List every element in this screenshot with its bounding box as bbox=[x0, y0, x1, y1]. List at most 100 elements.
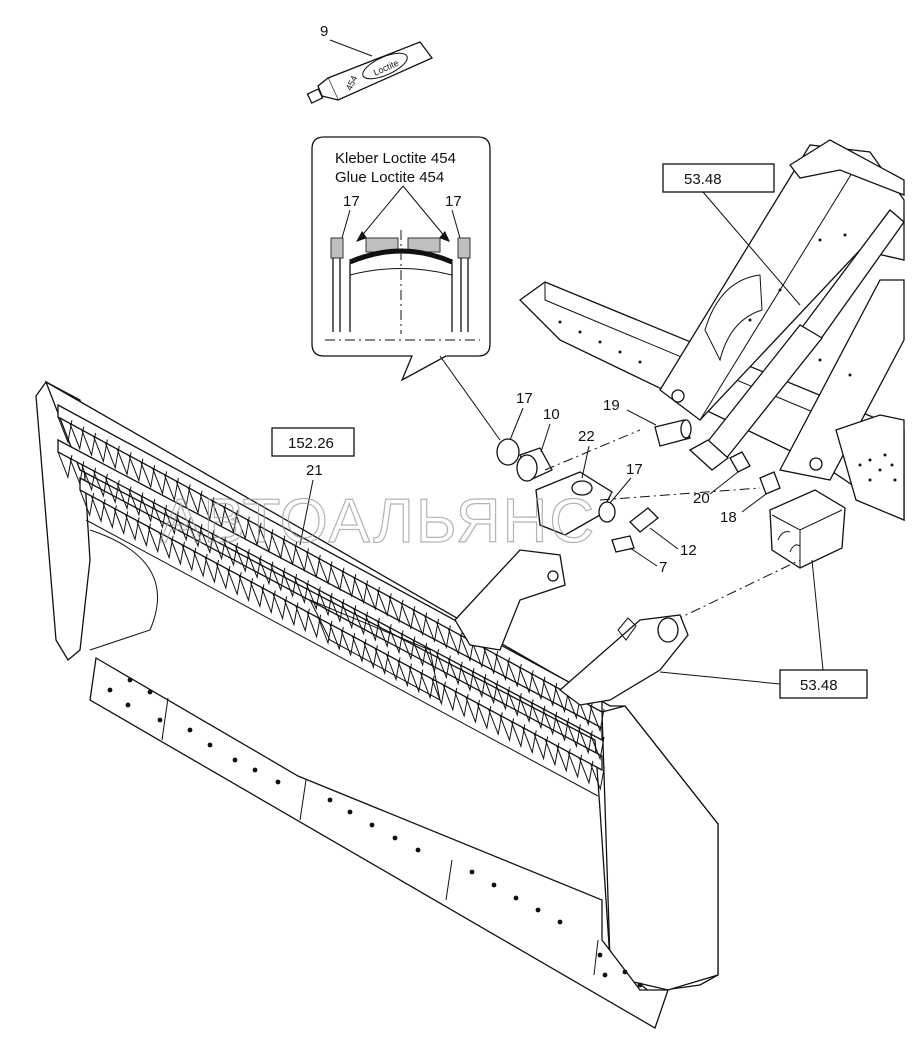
grille-tooth bbox=[483, 647, 499, 675]
grille-tooth bbox=[272, 593, 288, 621]
grille-tooth bbox=[412, 639, 428, 667]
grille-tooth bbox=[510, 721, 526, 749]
grille-tooth bbox=[442, 684, 458, 712]
grille-tooth bbox=[90, 495, 106, 523]
wear-strip-holes bbox=[107, 677, 643, 988]
grille-tooth bbox=[187, 520, 203, 548]
ref-19: 19 bbox=[603, 397, 620, 414]
grille-tooth bbox=[270, 532, 286, 560]
grille-tooth bbox=[234, 513, 250, 541]
ref-18: 18 bbox=[720, 509, 737, 526]
watermark: АВТОАЛЬЯНС bbox=[160, 487, 596, 556]
grille-tooth bbox=[577, 727, 593, 755]
grille-tooth bbox=[57, 416, 73, 445]
grille-tooth bbox=[147, 526, 163, 554]
bolt-hole bbox=[469, 869, 475, 875]
grille-tooth bbox=[400, 602, 416, 631]
grille-tooth bbox=[227, 568, 242, 597]
grille-tooth bbox=[578, 757, 594, 785]
grille-tooth bbox=[79, 489, 95, 517]
grille-tooth bbox=[400, 633, 416, 661]
grille-tooth bbox=[249, 581, 265, 609]
grille-tooth bbox=[589, 705, 605, 733]
grille-tooth bbox=[376, 620, 392, 648]
grille-tooth bbox=[93, 436, 108, 464]
grille-tooth bbox=[476, 702, 492, 730]
bolt-hole bbox=[535, 907, 541, 913]
grille-tooth bbox=[136, 520, 151, 548]
grille-tooth bbox=[204, 556, 219, 584]
grille-tooth bbox=[113, 508, 129, 536]
grille-tooth bbox=[522, 727, 537, 755]
push-arm-right bbox=[558, 614, 689, 706]
grille-tooth bbox=[193, 550, 208, 578]
grille-tooth bbox=[590, 763, 605, 791]
grille-tooth bbox=[544, 739, 560, 767]
glue-tube: Loctite 454 bbox=[306, 39, 434, 104]
grille-tooth bbox=[518, 695, 534, 724]
grille-tooth bbox=[388, 627, 404, 655]
grille-tooth bbox=[353, 577, 369, 605]
grille-tooth bbox=[424, 615, 440, 643]
grille-tooth bbox=[305, 583, 321, 611]
grille-tooth bbox=[506, 660, 522, 688]
bolt-hole bbox=[127, 677, 133, 683]
grille-tooth bbox=[530, 702, 546, 730]
grille-tooth bbox=[270, 564, 286, 592]
grille-tooth bbox=[163, 474, 179, 502]
grille-tooth bbox=[542, 679, 558, 707]
bolt-hole bbox=[275, 779, 281, 785]
grille-tooth bbox=[424, 645, 440, 674]
grille-tooth bbox=[385, 654, 401, 682]
bolt-hole bbox=[369, 822, 375, 828]
grille-tooth bbox=[294, 577, 309, 605]
bolt-hole bbox=[602, 972, 608, 978]
grille-tooth bbox=[533, 733, 549, 761]
bolt-hole bbox=[622, 969, 628, 975]
ref-box-frame-bottom-label: 53.48 bbox=[800, 677, 838, 694]
grille-tooth bbox=[282, 538, 298, 566]
grille-tooth bbox=[261, 587, 276, 615]
grille-tooth bbox=[566, 721, 581, 749]
grille-tooth bbox=[363, 641, 378, 670]
grille-tooth bbox=[128, 489, 144, 517]
ref-box-frame-top bbox=[662, 163, 775, 193]
ref-21: 21 bbox=[306, 462, 323, 479]
grease-nipple-20 bbox=[729, 451, 751, 473]
grille-tooth bbox=[181, 544, 197, 572]
bolt-hole bbox=[147, 689, 153, 695]
grille-tooth bbox=[102, 501, 117, 530]
grille-tooth bbox=[104, 476, 120, 504]
grille-tooth bbox=[211, 533, 227, 561]
grille-tooth bbox=[175, 514, 191, 542]
ref-10: 10 bbox=[543, 406, 560, 423]
grille-tooth bbox=[412, 609, 428, 637]
grille-tooth bbox=[81, 464, 97, 492]
bolt-hole bbox=[187, 727, 193, 733]
grille-tooth bbox=[199, 526, 215, 555]
grille-tooth bbox=[495, 654, 510, 682]
grille-tooth bbox=[116, 483, 132, 511]
grille-tooth bbox=[556, 745, 571, 773]
grille-tooth bbox=[140, 495, 156, 523]
grille-tooth bbox=[170, 538, 185, 566]
main-frame bbox=[518, 139, 905, 522]
grille-tooth bbox=[435, 622, 451, 650]
ref-9: 9 bbox=[320, 23, 328, 40]
grille-tooth bbox=[294, 545, 309, 573]
grille-tooth bbox=[435, 652, 451, 680]
grille-tooth bbox=[340, 629, 356, 657]
ref-17b: 17 bbox=[626, 461, 643, 478]
grille-tooth bbox=[554, 686, 570, 714]
grille-tooth bbox=[124, 514, 140, 542]
grille-tooth bbox=[341, 570, 357, 598]
ref-box-blade-label: 152.26 bbox=[288, 435, 334, 452]
grille-tooth bbox=[258, 525, 274, 554]
grille-tooth bbox=[305, 551, 321, 579]
grille-tooth bbox=[454, 690, 469, 718]
grille-tooth bbox=[518, 666, 534, 695]
detail-callout: Kleber Loctite 454 Glue Loctite 454 17 1… bbox=[311, 136, 491, 382]
grille-tooth bbox=[69, 423, 85, 451]
seal-17 bbox=[496, 438, 520, 466]
grille-tooth bbox=[329, 564, 345, 592]
